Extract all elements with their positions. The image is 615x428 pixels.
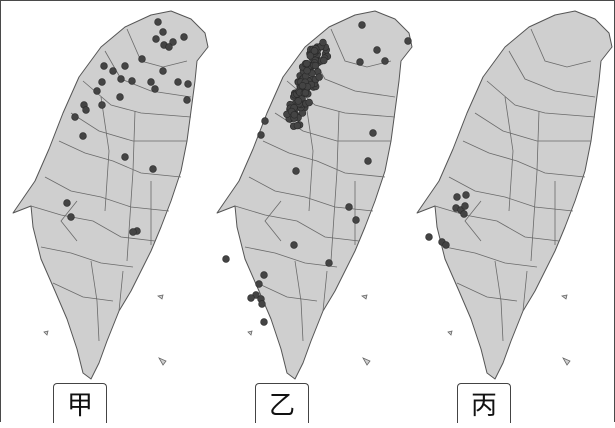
map-point-panel-2 [290, 241, 298, 249]
islet [447, 330, 453, 336]
map-panel-3 [416, 10, 613, 380]
islet [561, 294, 568, 300]
map-point-panel-1 [169, 38, 177, 46]
taiwan-island-outline [416, 10, 613, 380]
map-point-cluster-panel-2 [290, 111, 298, 119]
islet [43, 330, 49, 336]
map-point-panel-2 [261, 117, 269, 125]
map-point-panel-2 [352, 216, 360, 224]
map-point-panel-1 [165, 43, 173, 51]
map-point-panel-1 [98, 101, 106, 109]
islet [562, 357, 571, 366]
map-point-panel-2 [255, 280, 263, 288]
map-point-panel-1 [159, 67, 167, 75]
map-point-panel-1 [149, 165, 157, 173]
map-point-panel-3 [461, 202, 469, 210]
map-point-panel-2 [257, 131, 265, 139]
map-point-panel-1 [128, 77, 136, 85]
map-point-panel-1 [154, 18, 162, 26]
map-panel-1 [12, 10, 209, 380]
map-point-panel-1 [180, 33, 188, 41]
map-point-panel-1 [79, 132, 87, 140]
county-borders [434, 28, 596, 342]
county-borders [234, 28, 396, 342]
map-point-cluster-panel-2 [311, 61, 320, 70]
map-point-panel-2 [258, 300, 266, 308]
map-point-panel-1 [184, 80, 192, 88]
map-point-panel-3 [442, 241, 450, 249]
map-point-panel-1 [117, 75, 125, 83]
islet [362, 357, 371, 366]
map-point-panel-1 [63, 199, 71, 207]
panel-label-bing: 丙 [457, 383, 511, 423]
map-point-panel-1 [71, 113, 79, 121]
map-point-panel-1 [98, 78, 106, 86]
map-point-panel-1 [159, 28, 167, 36]
map-point-panel-1 [151, 85, 159, 93]
map-point-panel-2 [369, 129, 377, 137]
map-point-panel-1 [121, 62, 129, 70]
map-point-cluster-panel-2 [319, 38, 327, 47]
map-point-panel-1 [183, 96, 191, 104]
map-point-panel-1 [138, 55, 146, 63]
map-point-panel-1 [152, 35, 160, 43]
panel-label-yi: 乙 [255, 383, 309, 423]
map-point-panel-3 [453, 193, 461, 201]
map-point-panel-2 [373, 46, 381, 54]
map-point-panel-3 [425, 233, 433, 241]
map-point-cluster-panel-2 [293, 121, 302, 130]
dots-layer [63, 18, 470, 326]
map-point-cluster-panel-2 [294, 97, 302, 105]
map-point-panel-3 [460, 210, 468, 218]
map-point-panel-2 [260, 271, 268, 279]
map-point-panel-2 [381, 57, 389, 65]
map-point-panel-1 [174, 78, 182, 86]
islet [361, 294, 368, 300]
islet [247, 330, 253, 336]
map-point-cluster-panel-2 [315, 73, 323, 81]
map-point-cluster-panel-2 [306, 52, 314, 60]
map-point-panel-2 [356, 58, 364, 66]
map-point-cluster-panel-2 [298, 81, 307, 90]
map-point-panel-2 [260, 318, 268, 326]
map-point-cluster-panel-2 [320, 56, 328, 65]
map-point-cluster-panel-2 [301, 89, 310, 97]
map-point-panel-1 [116, 93, 124, 101]
map-panel-2 [216, 10, 413, 380]
map-point-cluster-panel-2 [310, 47, 319, 55]
map-point-panel-2 [325, 259, 333, 267]
map-point-cluster-panel-2 [303, 59, 311, 68]
islet [157, 294, 164, 300]
map-point-panel-3 [462, 191, 470, 199]
map-point-panel-1 [109, 67, 117, 75]
map-point-panel-2 [345, 203, 353, 211]
map-point-panel-1 [147, 78, 155, 86]
map-point-panel-2 [358, 21, 366, 29]
map-point-panel-1 [82, 106, 90, 114]
taiwan-island-outline [12, 10, 209, 380]
map-point-panel-1 [129, 228, 137, 236]
map-point-cluster-panel-2 [303, 66, 311, 75]
map-point-panel-1 [67, 213, 75, 221]
county-borders [30, 28, 192, 342]
map-point-panel-2 [247, 294, 255, 302]
map-point-panel-2 [222, 255, 230, 263]
map-point-panel-1 [93, 87, 101, 95]
islet [158, 357, 167, 366]
map-point-panel-2 [292, 167, 300, 175]
map-point-panel-2 [404, 37, 412, 45]
map-point-panel-1 [121, 153, 129, 161]
map-point-cluster-panel-2 [305, 98, 313, 107]
map-point-panel-2 [364, 157, 372, 165]
map-point-panel-1 [100, 62, 108, 70]
panel-label-jia: 甲 [53, 383, 107, 423]
